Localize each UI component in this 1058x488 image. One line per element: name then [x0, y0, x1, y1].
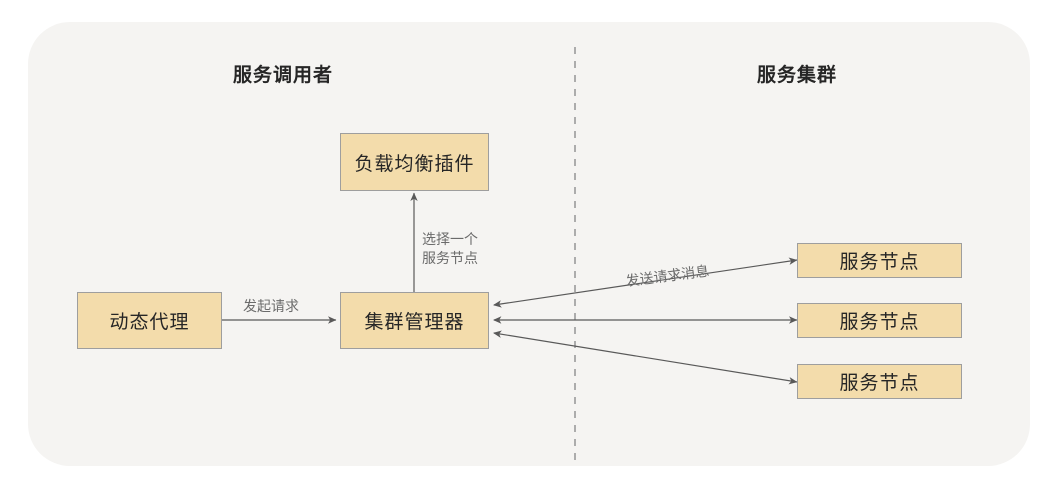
edge-label-select-line-1: 选择一个: [422, 231, 478, 247]
edge-label-select-line-2: 服务节点: [422, 250, 478, 266]
node-service-node-1[interactable]: 服务节点: [797, 243, 962, 278]
edge-label-initiate-request: 发起请求: [243, 298, 299, 314]
node-cluster-manager[interactable]: 集群管理器: [340, 292, 489, 349]
section-title-service-caller: 服务调用者: [232, 65, 334, 86]
node-load-balancer-plugin[interactable]: 负载均衡插件: [340, 133, 489, 191]
node-service-node-3[interactable]: 服务节点: [797, 364, 962, 399]
edge-label-select-a-service-node: 选择一个 服务节点: [422, 230, 478, 268]
section-title-service-cluster: 服务集群: [756, 65, 838, 86]
node-service-node-2[interactable]: 服务节点: [797, 303, 962, 338]
node-dynamic-proxy[interactable]: 动态代理: [77, 292, 222, 349]
